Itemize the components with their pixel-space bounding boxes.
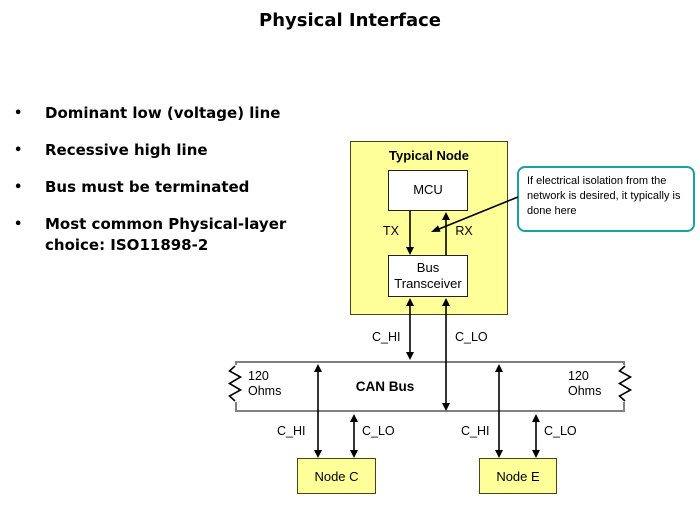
bus-transceiver-label: Bus Transceiver [394, 259, 462, 291]
bullet-icon: • [14, 180, 23, 195]
bullet-icon: • [14, 106, 23, 121]
bullet-text: Bus must be terminated [45, 178, 250, 196]
mcu-box: MCU [388, 170, 468, 211]
bus-transceiver-box: Bus Transceiver [388, 255, 468, 297]
node-c-box: Node C [297, 458, 376, 494]
rx-label: RX [455, 224, 473, 238]
node-e-box: Node E [479, 458, 557, 494]
chi-label-typical: C_HI [372, 330, 401, 344]
chi-label-node-c: C_HI [277, 424, 306, 438]
clo-label-typical: C_LO [455, 330, 488, 344]
can-bus-box: CAN Bus 120 Ohms 120 Ohms [235, 361, 625, 412]
bullet-text: Dominant low (voltage) line [45, 104, 281, 122]
isolation-callout-text: If electrical isolation from the network… [527, 175, 681, 217]
left-resistor-label: 120 Ohms [248, 369, 282, 399]
list-item: • Bus must be terminated [14, 177, 314, 198]
node-e-label: Node E [496, 468, 540, 484]
clo-label-node-c: C_LO [362, 424, 395, 438]
list-item: • Dominant low (voltage) line [14, 103, 314, 124]
node-c-clo-arrow [350, 414, 358, 458]
bullet-list: • Dominant low (voltage) line • Recessiv… [14, 103, 314, 272]
isolation-callout: If electrical isolation from the network… [517, 166, 695, 232]
list-item: • Most common Physical-layer choice: ISO… [14, 214, 314, 256]
can-bus-label: CAN Bus [355, 379, 415, 394]
node-e-clo-arrow [532, 414, 540, 458]
tx-label: TX [383, 224, 399, 238]
page-title: Physical Interface [259, 10, 441, 31]
mcu-label: MCU [413, 182, 443, 198]
bullet-icon: • [14, 143, 23, 158]
bullet-text: Most common Physical-layer choice: ISO11… [45, 215, 287, 254]
bullet-text: Recessive high line [45, 141, 208, 159]
typical-node-title: Typical Node [389, 148, 469, 163]
node-c-label: Node C [314, 468, 359, 484]
bullet-icon: • [14, 217, 23, 232]
chi-label-node-e: C_HI [461, 424, 490, 438]
clo-label-node-e: C_LO [544, 424, 577, 438]
right-resistor-label: 120 Ohms [568, 369, 602, 399]
list-item: • Recessive high line [14, 140, 314, 161]
